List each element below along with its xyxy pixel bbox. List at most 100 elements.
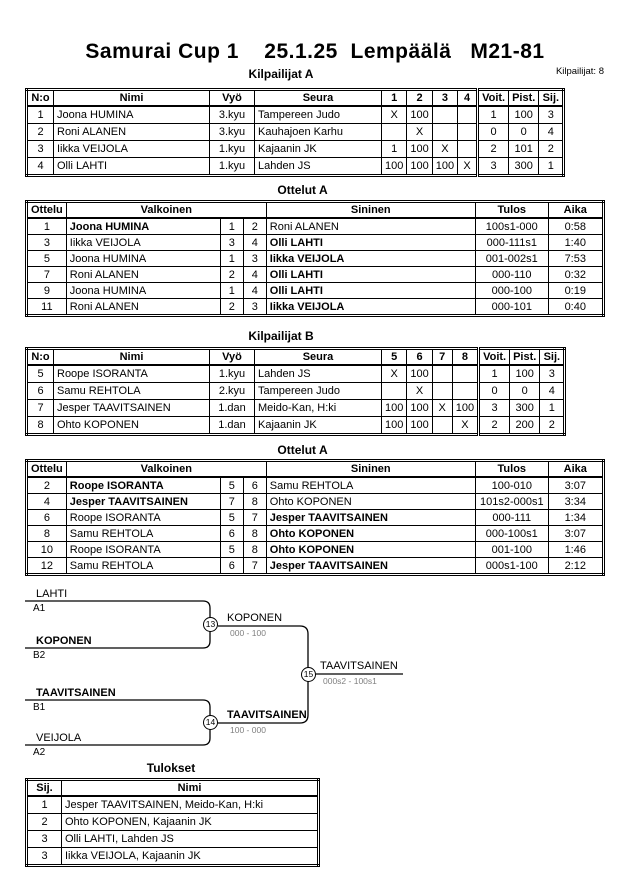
match-row: 8 Samu REHTOLA 6 8 Ohto KOPONEN 000-100s… (26, 525, 604, 542)
section-title-tulokset: Tulokset (146, 761, 196, 775)
cell-blue-name: Iikka VEIJOLA (265, 298, 476, 316)
cell-vyo: 3.kyu (209, 123, 255, 141)
section-title-kilpailijat-a: Kilpailijat A (248, 67, 314, 81)
bracket-lines (25, 600, 403, 746)
bracket-match-13-winner: KOPONEN (227, 612, 283, 624)
cell-aika: 0:58 (547, 217, 604, 235)
cell-no: 3 (26, 140, 54, 158)
cell-no: 5 (26, 364, 54, 383)
cell-aika: 1:34 (547, 509, 604, 526)
cell-tulos: 000-101 (474, 298, 549, 316)
cell-match-no: 5 (26, 250, 67, 267)
cell-blue-no: 4 (242, 234, 267, 251)
cell-blue-name: Samu REHTOLA (265, 476, 476, 494)
cell-pist: 100 (508, 105, 540, 124)
cell-voit: 2 (476, 140, 510, 158)
col-header-aika: Aika (547, 460, 604, 478)
cell-sij: 1 (539, 399, 566, 417)
competitor-row: 1 Joona HUMINA 3.kyu Tampereen Judo X 10… (26, 105, 565, 124)
cell-blue-no: 8 (242, 493, 267, 510)
cell-white-no: 3 (219, 234, 244, 251)
cell-blue-no: 4 (242, 266, 267, 283)
cell-sij: 3 (26, 847, 62, 866)
bracket-match-13-score: 000 - 100 (230, 628, 266, 638)
col-header-4: 4 (457, 89, 479, 107)
result-row: 2 Ohto KOPONEN, Kajaanin JK (26, 813, 319, 831)
cell-vyo: 1.dan (209, 399, 255, 417)
cell-white-no: 1 (219, 250, 244, 267)
cell-pist: 101 (508, 140, 540, 158)
cell-match-no: 3 (26, 234, 67, 251)
cell-score-4 (457, 105, 479, 124)
competitor-row: 3 Iikka VEIJOLA 1.kyu Kajaanin JK 1 100 … (26, 140, 565, 158)
match-row: 1 Joona HUMINA 1 2 Roni ALANEN 100s1-000… (26, 217, 604, 235)
cell-tulos: 100-010 (474, 476, 549, 494)
final-bracket: LAHTI A1 KOPONEN B2 TAAVITSAINEN B1 VEIJ… (0, 585, 630, 775)
kilpailijat-b-table: N:o Nimi Vyö Seura 5 6 7 8 Voit. Pist. S… (25, 347, 567, 436)
col-header-8: 8 (451, 348, 480, 366)
cell-vyo: 1.kyu (209, 157, 255, 176)
kilpailijat-a-table: N:o Nimi Vyö Seura 1 2 3 4 Voit. Pist. S… (25, 88, 566, 177)
cell-white-name: Roope ISORANTA (65, 509, 221, 526)
cell-nimi: Roope ISORANTA (53, 364, 210, 383)
col-header-valkoinen: Valkoinen (65, 201, 267, 219)
bracket-match-14-winner: TAAVITSAINEN (227, 709, 307, 721)
header-row: Sij. Nimi (26, 779, 319, 797)
cell-pist: 200 (509, 416, 541, 435)
cell-white-name: Samu REHTOLA (65, 525, 221, 542)
cell-score-1: 100 (380, 157, 408, 176)
col-header-sij: Sij. (538, 89, 565, 107)
cell-sij: 4 (539, 382, 566, 400)
cell-blue-no: 7 (242, 557, 267, 575)
header-row: Ottelu Valkoinen Sininen Tulos Aika (26, 460, 604, 478)
cell-score-1: X (380, 105, 408, 124)
bracket-match-14-number: 14 (203, 715, 218, 730)
col-header-nimi: Nimi (61, 779, 319, 797)
bracket-seed-b1-tag: B1 (33, 702, 46, 713)
cell-blue-name: Jesper TAAVITSAINEN (265, 557, 476, 575)
cell-white-name: Jesper TAAVITSAINEN (65, 493, 221, 510)
cell-blue-name: Olli LAHTI (265, 234, 476, 251)
bracket-match-13-number: 13 (203, 617, 218, 632)
cell-vyo: 3.kyu (209, 105, 255, 124)
col-header-voit: Voit. (477, 348, 511, 366)
cell-aika: 0:19 (547, 282, 604, 299)
cell-blue-no: 8 (242, 525, 267, 542)
cell-voit: 3 (477, 399, 511, 417)
cell-pist: 0 (508, 123, 540, 141)
cell-match-no: 1 (26, 217, 67, 235)
cell-score-5 (380, 382, 408, 400)
cell-score-4 (457, 140, 479, 158)
cell-score-7 (431, 416, 453, 435)
col-header-vyo: Vyö (209, 89, 255, 107)
bracket-seed-b1-name: TAAVITSAINEN (36, 687, 116, 699)
cell-score-4: X (457, 157, 479, 176)
cell-white-name: Joona HUMINA (65, 217, 221, 235)
competitor-row: 5 Roope ISORANTA 1.kyu Lahden JS X 100 1… (26, 364, 566, 383)
cell-no: 7 (26, 399, 54, 417)
col-header-no: N:o (26, 348, 54, 366)
col-header-tulos: Tulos (474, 460, 549, 478)
bracket-match-15-winner: TAAVITSAINEN (320, 660, 398, 672)
col-header-sij: Sij. (539, 348, 566, 366)
section-title-ottelut-a1: Ottelut A (277, 183, 328, 197)
competitors-count: Kilpailijat: 8 (555, 66, 604, 77)
competitor-row: 4 Olli LAHTI 1.kyu Lahden JS 100 100 100… (26, 157, 565, 176)
cell-white-name: Joona HUMINA (65, 250, 221, 267)
bracket-match-14-score: 100 - 000 (230, 725, 266, 735)
cell-pist: 0 (509, 382, 541, 400)
cell-score-4 (457, 123, 479, 141)
col-header-no: N:o (26, 89, 54, 107)
cell-nimi: Iikka VEIJOLA, Kajaanin JK (61, 847, 319, 866)
result-row: 3 Iikka VEIJOLA, Kajaanin JK (26, 847, 319, 866)
cell-aika: 7:53 (547, 250, 604, 267)
match-row: 9 Joona HUMINA 1 4 Olli LAHTI 000-100 0:… (26, 282, 604, 299)
match-row: 6 Roope ISORANTA 5 7 Jesper TAAVITSAINEN… (26, 509, 604, 526)
cell-match-no: 7 (26, 266, 67, 283)
cell-score-5: 100 (380, 416, 408, 435)
cell-blue-no: 6 (242, 476, 267, 494)
cell-aika: 3:07 (547, 476, 604, 494)
cell-tulos: 100s1-000 (474, 217, 549, 235)
result-row: 3 Olli LAHTI, Lahden JS (26, 830, 319, 848)
